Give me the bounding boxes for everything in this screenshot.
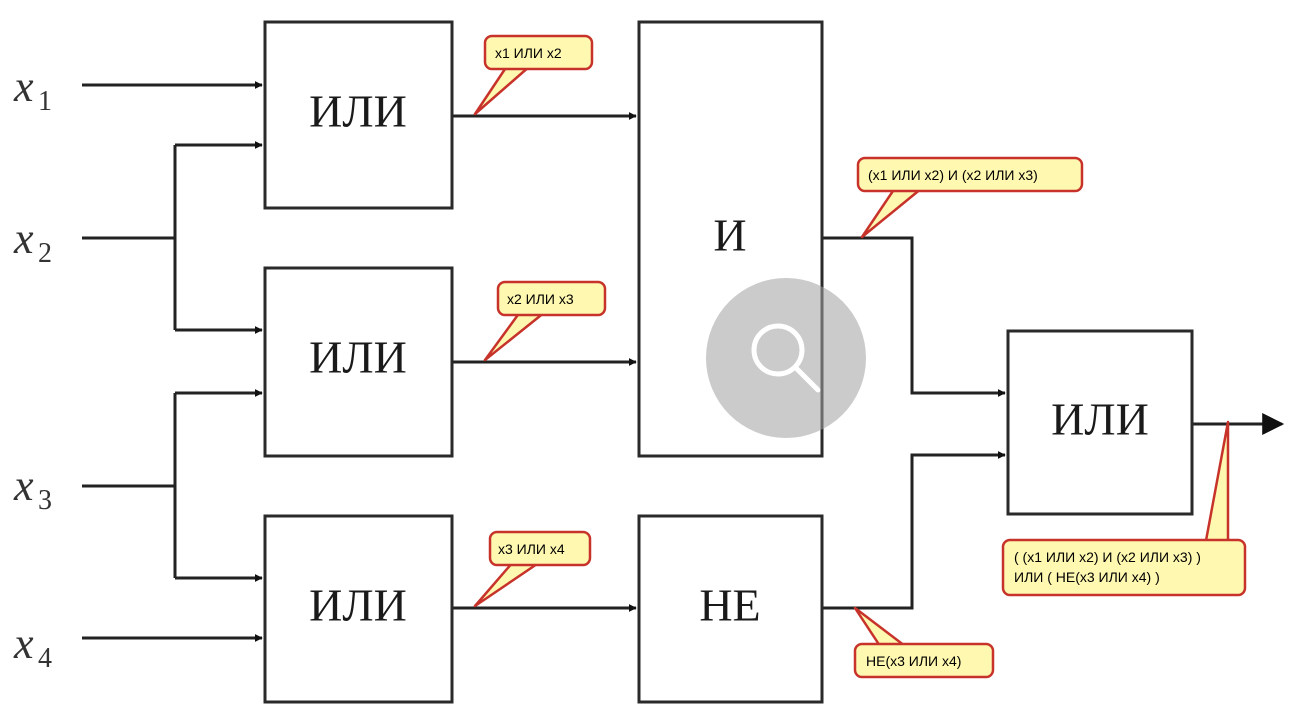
callout-or2: x2 ИЛИ x3 xyxy=(483,280,607,362)
gate-or-final-label: ИЛИ xyxy=(1051,394,1149,445)
magnifier-circle[interactable] xyxy=(706,278,866,438)
callout-output-pointer xyxy=(1203,420,1230,548)
input-x3-label: x 3 xyxy=(13,461,52,516)
gate-or-final-box xyxy=(1006,329,1194,516)
gate-or2: ИЛИ xyxy=(263,266,454,458)
input-x3-var: x xyxy=(13,461,34,510)
zoom-magnifier[interactable] xyxy=(706,278,866,438)
wire-and-final xyxy=(822,236,1006,397)
gate-or1-box xyxy=(263,20,454,210)
callout-output-text-line2: ИЛИ ( НЕ(x3 ИЛИ x4) ) xyxy=(1014,569,1160,585)
input-x1-sub: 1 xyxy=(38,86,52,117)
callout-not-box xyxy=(853,642,995,679)
callout-or2-pointer xyxy=(483,310,547,362)
callout-or1-text: x1 ИЛИ x2 xyxy=(495,45,562,61)
gate-or3-label: ИЛИ xyxy=(309,580,407,631)
callout-or2-text: x2 ИЛИ x3 xyxy=(507,291,574,307)
gate-not: НЕ xyxy=(637,514,824,704)
input-x2-label: x 2 xyxy=(13,214,52,269)
callout-output-text-line1: ( (x1 ИЛИ x2) И (x2 ИЛИ x3) ) xyxy=(1014,549,1201,565)
callout-and: (x1 ИЛИ x2) И (x2 ИЛИ x3) xyxy=(856,156,1084,239)
callout-and-text: (x1 ИЛИ x2) И (x2 ИЛИ x3) xyxy=(868,167,1038,183)
callout-output: ( (x1 ИЛИ x2) И (x2 ИЛИ x3) ) ИЛИ ( НЕ(x… xyxy=(1001,420,1247,597)
gate-or-final: ИЛИ xyxy=(1006,329,1194,516)
gate-and-label: И xyxy=(713,210,746,261)
wires xyxy=(82,81,1285,642)
input-x4-label: x 4 xyxy=(13,619,52,674)
gate-or2-label: ИЛИ xyxy=(309,332,407,383)
callout-or3-pointer xyxy=(473,560,542,608)
callout-not-text: НЕ(x3 ИЛИ x4) xyxy=(866,653,961,669)
callout-output-box xyxy=(1001,538,1247,597)
callout-or1-pointer xyxy=(473,64,532,116)
input-x4-var: x xyxy=(13,619,34,668)
callout-and-pointer xyxy=(860,186,924,239)
input-x3-sub: 3 xyxy=(38,485,52,516)
callout-not-pointer xyxy=(853,606,907,648)
gate-or1-label: ИЛИ xyxy=(309,86,407,137)
callout-not: НЕ(x3 ИЛИ x4) xyxy=(853,606,995,679)
gate-or1: ИЛИ xyxy=(263,20,454,210)
callout-or3: x3 ИЛИ x4 xyxy=(473,530,592,608)
callout-and-box xyxy=(856,156,1084,193)
callout-or3-text: x3 ИЛИ x4 xyxy=(498,541,565,557)
wire-not-final xyxy=(822,451,1006,610)
input-x4-sub: 4 xyxy=(38,643,52,674)
gate-or3-box xyxy=(263,514,454,704)
callout-or1-box xyxy=(483,34,594,71)
gate-not-box xyxy=(637,514,824,704)
wire-x3-or2 xyxy=(173,393,262,578)
callout-or3-box xyxy=(488,530,592,567)
input-x1-var: x xyxy=(13,62,34,111)
input-x2-var: x xyxy=(13,214,34,263)
callout-or1: x1 ИЛИ x2 xyxy=(473,34,594,116)
wire-x2-or1 xyxy=(173,145,262,330)
input-x1-label: x 1 xyxy=(13,62,52,117)
input-x2-sub: 2 xyxy=(38,238,52,269)
callout-or2-box xyxy=(496,280,607,317)
magnifier-icon xyxy=(751,323,821,393)
gate-or3: ИЛИ xyxy=(263,514,454,704)
gate-or2-box xyxy=(263,266,454,458)
gate-not-label: НЕ xyxy=(699,580,760,631)
